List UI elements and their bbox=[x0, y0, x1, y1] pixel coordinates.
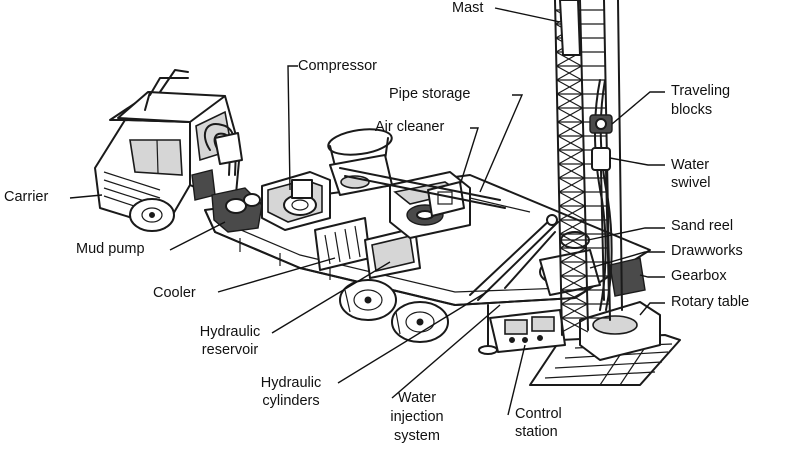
label-control-station-line2: station bbox=[515, 424, 558, 440]
label-water-swivel-line1: Water bbox=[671, 157, 710, 173]
pipe-storage-rack bbox=[339, 167, 531, 213]
leader-lines bbox=[69, 7, 665, 416]
mast-brace bbox=[559, 219, 586, 235]
label-water-injection-line3: system bbox=[394, 428, 440, 444]
hydraulic-cylinders bbox=[469, 214, 559, 301]
mast-brace bbox=[558, 149, 584, 165]
mast-brace bbox=[558, 163, 585, 179]
label-compressor: Compressor bbox=[298, 58, 377, 74]
rear-wheels bbox=[339, 279, 449, 343]
mud-pump-unit bbox=[203, 123, 263, 233]
air-cleaner-unit bbox=[327, 128, 393, 196]
label-mud-pump: Mud pump bbox=[76, 241, 145, 257]
mast-brace bbox=[561, 317, 588, 333]
mast-brace bbox=[558, 177, 585, 193]
label-water-injection-line1: Water bbox=[397, 390, 437, 406]
label-traveling-blocks-line1: Traveling bbox=[671, 83, 731, 99]
mast-brace bbox=[557, 107, 583, 123]
label-hydraulic-reservoir-line2: reservoir bbox=[201, 342, 259, 358]
engine-block bbox=[389, 171, 471, 239]
label-water-injection-line2: injection bbox=[390, 409, 444, 425]
label-gearbox: Gearbox bbox=[671, 268, 727, 284]
mast-brace bbox=[557, 121, 584, 137]
mast-brace bbox=[560, 275, 587, 291]
label-traveling-blocks-line2: blocks bbox=[671, 102, 713, 118]
mast-brace bbox=[560, 261, 587, 277]
label-mast: Mast bbox=[452, 0, 484, 16]
mast-brace bbox=[556, 65, 582, 81]
mast-brace bbox=[557, 135, 584, 151]
mast-brace bbox=[559, 233, 586, 249]
label-drawworks: Drawworks bbox=[671, 243, 743, 259]
label-carrier: Carrier bbox=[4, 189, 49, 205]
mast-lattice bbox=[554, 9, 610, 333]
label-water-swivel-line2: swivel bbox=[671, 175, 711, 191]
mast-brace bbox=[556, 93, 583, 109]
carrier-cab bbox=[94, 69, 241, 229]
mast-brace bbox=[559, 205, 586, 221]
label-pipe-storage: Pipe storage bbox=[389, 86, 471, 102]
label-sand-reel: Sand reel bbox=[671, 218, 734, 234]
cooler-unit bbox=[314, 217, 371, 271]
front-wheel bbox=[129, 198, 175, 232]
label-hydraulic-reservoir-line1: Hydraulic bbox=[199, 324, 261, 340]
mast-brace bbox=[561, 289, 588, 305]
mast-brace bbox=[559, 191, 585, 207]
label-air-cleaner: Air cleaner bbox=[375, 119, 445, 135]
mast-brace bbox=[560, 247, 587, 263]
compressor-unit bbox=[261, 171, 331, 231]
label-rotary-table: Rotary table bbox=[671, 294, 750, 310]
mast-brace bbox=[561, 303, 588, 319]
label-control-station-line1: Control bbox=[515, 406, 562, 422]
label-hydraulic-cylinders-line1: Hydraulic bbox=[260, 375, 322, 391]
hydraulic-reservoir-tank bbox=[364, 227, 421, 279]
label-hydraulic-cylinders-line2: cylinders bbox=[262, 393, 320, 409]
mast-brace bbox=[556, 79, 583, 95]
label-cooler: Cooler bbox=[153, 285, 196, 301]
